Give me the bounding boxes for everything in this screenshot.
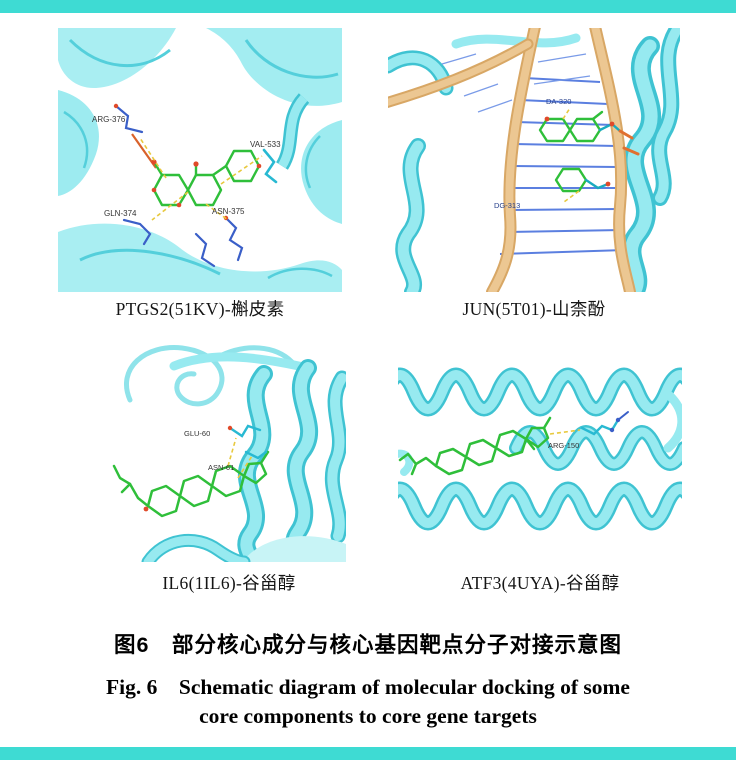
dna-base-pairs: [441, 53, 626, 255]
docking-panel-il6: GLU-60 ASN-61: [112, 336, 346, 562]
figure-caption-en-line2: core components to core gene targets: [199, 704, 537, 728]
panel-caption-ptgs2: PTGS2(51KV)-槲皮素: [115, 299, 285, 319]
residue-label-val: VAL-533: [250, 140, 281, 149]
ligand-oxygen-atoms: [151, 159, 262, 208]
dna-backbone: [388, 28, 636, 292]
residue-label-dg: DG-313: [494, 201, 520, 210]
residue-label-asn: ASN-61: [208, 463, 234, 472]
hydrogen-bonds: [139, 137, 263, 221]
protein-ribbons: [58, 28, 342, 292]
hydrogen-bond: [549, 429, 581, 435]
atf3-docking-image: ARG-150: [398, 367, 682, 531]
panel-caption-jun: JUN(5T01)-山柰酚: [462, 299, 606, 319]
residue-sticks: [580, 411, 629, 436]
residue-labels: ARG-376 VAL-533 GLN-374 ASN-375: [92, 115, 281, 218]
ligand-sitosterol: [398, 416, 552, 476]
residue-label-gln: GLN-374: [104, 209, 137, 218]
bottom-border-bar: [0, 747, 736, 760]
residue-labels: DA-320 DG-313: [494, 97, 571, 210]
docking-panel-atf3: ARG-150: [398, 352, 682, 544]
ligand-oxygen-atoms: [544, 116, 615, 187]
residue-label-asn: ASN-375: [212, 207, 245, 216]
ptgs2-docking-image: ARG-376 VAL-533 GLN-374 ASN-375: [58, 28, 342, 292]
residue-sticks: [227, 424, 268, 460]
panel-caption-atf3: ATF3(4UYA)-谷甾醇: [460, 573, 620, 593]
figure-caption-en-line1: Fig. 6 Schematic diagram of molecular do…: [106, 675, 630, 699]
panel-caption-il6: IL6(1IL6)-谷甾醇: [162, 573, 296, 593]
ligand-sitosterol: [112, 450, 270, 518]
docking-panel-ptgs2: ARG-376 VAL-533 GLN-374 ASN-375: [58, 28, 342, 292]
jun-docking-image: DA-320 DG-313: [388, 28, 680, 292]
residue-label-da: DA-320: [546, 97, 571, 106]
ligand-hydroxyl-oxygen: [143, 506, 149, 512]
docking-panel-jun: DA-320 DG-313: [388, 28, 680, 292]
top-border-bar: [0, 0, 736, 13]
figure-caption-zh: 图6 部分核心成分与核心基因靶点分子对接示意图: [114, 633, 622, 657]
residue-labels: GLU-60 ASN-61: [184, 429, 234, 472]
protein-ribbons: [388, 28, 680, 292]
hydrogen-bonds: [227, 437, 253, 479]
residue-sticks: [113, 103, 278, 268]
hydrogen-bonds: [562, 107, 580, 203]
protein-ribbons: [124, 345, 346, 562]
residue-label-arg: ARG-376: [92, 115, 126, 124]
residue-label-arg: ARG-150: [548, 441, 579, 450]
il6-docking-image: GLU-60 ASN-61: [112, 345, 346, 562]
protein-ribbons: [398, 367, 682, 531]
residue-label-glu: GLU-60: [184, 429, 210, 438]
ligand-quercetin: [152, 149, 261, 207]
